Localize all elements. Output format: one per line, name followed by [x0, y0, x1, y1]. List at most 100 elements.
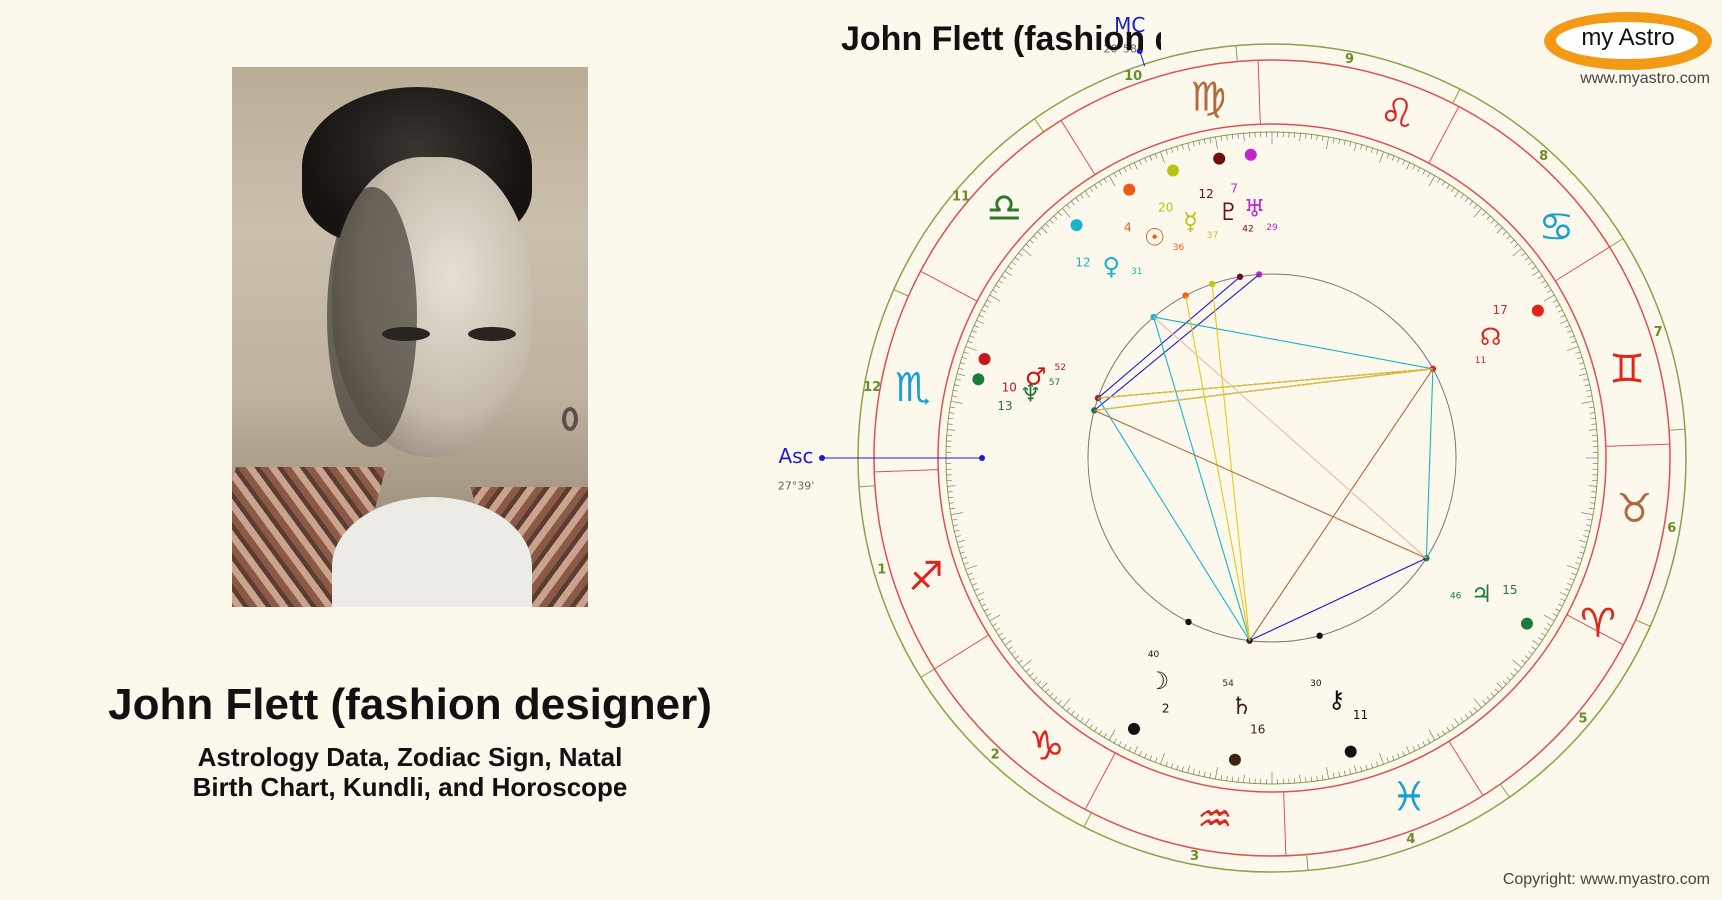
degree-tick: [1585, 524, 1591, 527]
planet-minute: 29: [1266, 223, 1278, 233]
degree-tick: [1192, 141, 1195, 147]
degree-tick: [950, 512, 963, 515]
degree-tick: [974, 588, 979, 591]
degree-tick: [1544, 284, 1549, 289]
myastro-logo[interactable]: my Astro: [1544, 12, 1712, 70]
degree-tick: [1460, 717, 1464, 722]
sign-divider: [1283, 791, 1287, 856]
asc-inner-marker: [979, 455, 985, 461]
house-number: 4: [1406, 832, 1415, 847]
sign-divider: [920, 270, 978, 302]
degree-tick: [1316, 775, 1318, 781]
house-cusp: [858, 485, 876, 488]
planet-glyph: ♀: [1103, 252, 1121, 280]
degree-tick: [1149, 755, 1153, 761]
degree-tick: [1360, 144, 1363, 150]
degree-tick: [1567, 583, 1573, 586]
asc-degree: 27°39': [778, 480, 815, 493]
degree-tick: [1198, 140, 1201, 146]
degree-tick: [1365, 146, 1368, 152]
planet-inner-dot: [1316, 632, 1323, 639]
planet-dot: [1070, 219, 1083, 232]
degree-tick: [1128, 746, 1132, 752]
degree-tick: [1029, 239, 1034, 244]
house-number: 3: [1190, 849, 1199, 864]
degree-tick: [1004, 640, 1012, 646]
planet-dot: [1244, 148, 1257, 161]
planet-degree: 10: [1002, 381, 1017, 395]
zodiac-sign-glyph: ♌: [1379, 91, 1415, 137]
planet-minute: 57: [1049, 378, 1060, 388]
planet-degree: 20: [1158, 201, 1173, 215]
degree-tick: [1062, 698, 1071, 708]
degree-tick: [1075, 714, 1080, 719]
degree-tick: [1220, 135, 1223, 141]
degree-tick: [1354, 143, 1357, 151]
degree-tick: [1521, 252, 1526, 257]
degree-tick: [1579, 373, 1587, 376]
degree-tick: [1557, 603, 1563, 607]
degree-tick: [971, 583, 977, 586]
planet-glyph: ☽: [1148, 667, 1170, 695]
planet-glyph: ☊: [1480, 323, 1501, 351]
sign-divider: [1428, 106, 1460, 164]
degree-tick: [1338, 139, 1341, 145]
degree-tick: [969, 577, 975, 581]
degree-tick: [1187, 765, 1190, 773]
zodiac-sign-glyph: ♊: [1609, 346, 1645, 392]
degree-tick: [1237, 133, 1239, 139]
planet-glyph: ♄: [1231, 692, 1253, 720]
planet-glyph: ♆: [1020, 379, 1042, 407]
degree-tick: [1524, 257, 1530, 261]
degree-tick: [1089, 187, 1093, 193]
degree-tick: [1577, 556, 1583, 560]
house-number: 6: [1667, 521, 1676, 536]
degree-tick: [1560, 314, 1566, 318]
site-url[interactable]: www.myastro.com: [1580, 70, 1710, 87]
logo-text: my Astro: [1581, 24, 1675, 51]
degree-tick: [1203, 771, 1206, 777]
degree-tick: [1029, 672, 1034, 677]
degree-tick: [989, 614, 1001, 622]
degree-tick: [1226, 775, 1228, 781]
degree-tick: [1537, 275, 1543, 279]
planet-dot: [1127, 722, 1140, 735]
degree-tick: [1578, 551, 1584, 554]
degree-tick: [1113, 738, 1117, 744]
aspect-ring: [1087, 273, 1457, 643]
degree-tick: [1349, 769, 1352, 775]
degree-tick: [1154, 757, 1158, 763]
degree-tick: [1566, 565, 1579, 570]
degree-tick: [1490, 692, 1495, 697]
degree-tick: [1071, 710, 1075, 716]
degree-tick: [1310, 776, 1313, 782]
degree-tick: [1037, 231, 1042, 236]
aspect-line: [1097, 276, 1241, 399]
zodiac-sign-glyph: ♋: [1539, 205, 1575, 251]
degree-tick: [1187, 143, 1190, 151]
degree-tick: [1144, 157, 1147, 163]
degree-tick: [1437, 178, 1441, 184]
degree-tick: [1473, 204, 1478, 209]
degree-tick: [1589, 502, 1595, 504]
degree-tick: [963, 562, 969, 565]
degree-tick: [1379, 752, 1384, 765]
degree-tick: [1541, 280, 1546, 284]
planet-dot: [1213, 152, 1226, 165]
photo-face-shadow: [327, 187, 417, 447]
degree-tick: [949, 502, 955, 504]
degree-tick: [1555, 304, 1560, 308]
degree-tick: [969, 335, 975, 339]
degree-tick: [1521, 659, 1526, 664]
planet-dot: [1167, 164, 1180, 177]
degree-tick: [949, 406, 955, 409]
portrait-photo: [232, 67, 588, 607]
aspect-line: [1185, 295, 1251, 641]
planet-dot: [1531, 304, 1544, 317]
degree-tick: [1045, 688, 1050, 693]
planet-degree: 12: [1075, 255, 1090, 269]
degree-tick: [1220, 775, 1223, 781]
degree-tick: [1473, 707, 1478, 712]
degree-tick: [1113, 172, 1117, 178]
